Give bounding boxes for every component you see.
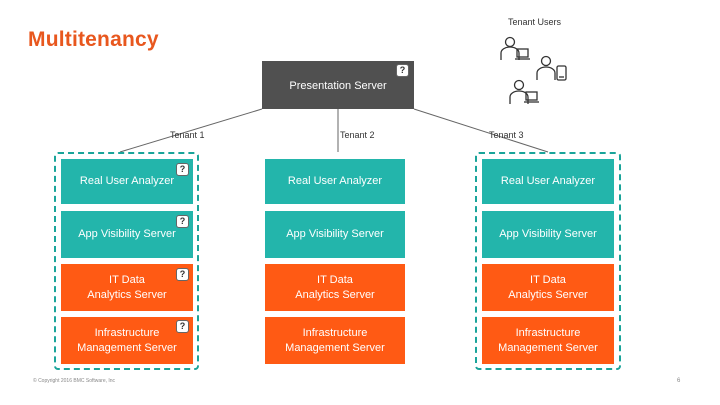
help-icon[interactable]: ? [176, 163, 189, 176]
tenant-3-label: Tenant 3 [489, 130, 524, 140]
real-user-analyzer: Real User Analyzer [482, 159, 614, 204]
presentation-server-label: Presentation Server [289, 80, 387, 92]
it-data-analytics-server: IT Data Analytics Server [482, 264, 614, 311]
tenant-users-label: Tenant Users [508, 17, 562, 27]
copyright-footer: © Copyright 2016 BMC Software, Inc [33, 378, 116, 384]
real-user-analyzer: Real User Analyzer [61, 159, 193, 204]
infrastructure-management-server: Infrastructure Management Server [265, 317, 405, 364]
help-icon[interactable]: ? [176, 215, 189, 228]
tenant-3-group [475, 152, 621, 370]
tenant-users-icon [500, 36, 567, 104]
help-icon[interactable]: ? [176, 268, 189, 281]
real-user-analyzer: Real User Analyzer [265, 159, 405, 204]
user-icon [509, 79, 539, 104]
user-icon [500, 36, 530, 60]
help-icon[interactable]: ? [176, 320, 189, 333]
help-icon[interactable]: ? [396, 64, 409, 77]
tenant-1-label: Tenant 1 [170, 130, 205, 140]
app-visibility-server: App Visibility Server [61, 211, 193, 258]
page-number: 6 [677, 378, 681, 384]
it-data-analytics-server: IT Data Analytics Server [61, 264, 193, 311]
tenant-1-group [54, 152, 199, 370]
infrastructure-management-server: Infrastructure Management Server [482, 317, 614, 364]
tenant-2-label: Tenant 2 [340, 130, 375, 140]
infrastructure-management-server: Infrastructure Management Server [61, 317, 193, 364]
app-visibility-server: App Visibility Server [482, 211, 614, 258]
page-title: Multitenancy [28, 28, 159, 51]
app-visibility-server: App Visibility Server [265, 211, 405, 258]
presentation-server: Presentation Server [262, 61, 414, 109]
user-icon [536, 55, 567, 81]
it-data-analytics-server: IT Data Analytics Server [265, 264, 405, 311]
